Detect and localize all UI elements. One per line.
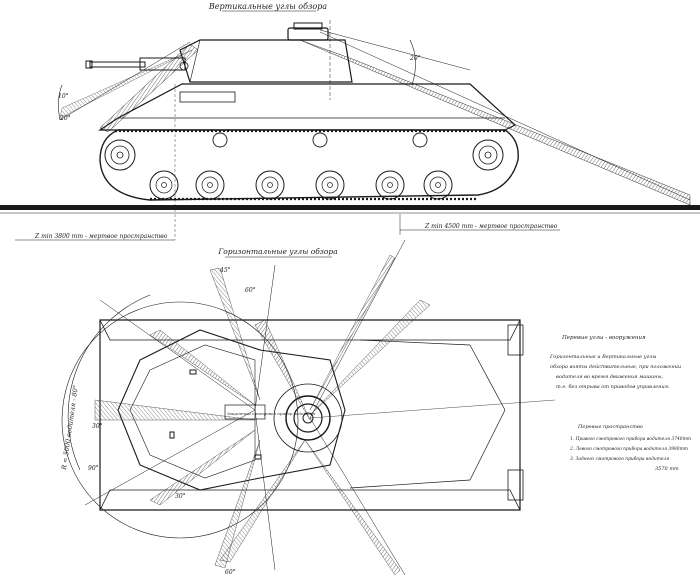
overall-length-label: 3570 mm bbox=[655, 466, 679, 472]
angle-label-plan-top-b: 60° bbox=[245, 287, 256, 294]
notes-list-1: 1. Правого смотрового прибора водителя 3… bbox=[570, 437, 691, 442]
notes-block: Перевые углы - вооружения Горизонтальные… bbox=[549, 335, 691, 472]
radius-label: R = 5000 водителя - 80° bbox=[60, 385, 80, 472]
side-view-title: Вертикальные углы обзора bbox=[208, 2, 327, 11]
angle-label-plan-left-a: 30° bbox=[92, 423, 103, 430]
notes-list-3: 3. Заднего смотрового прибора водителя bbox=[570, 457, 669, 462]
side-dimensions bbox=[15, 214, 560, 241]
angle-label-side-right: 20° bbox=[409, 55, 421, 62]
notes-heading: Перевые углы - вооружения bbox=[561, 335, 646, 341]
tank-plan-view bbox=[61, 239, 556, 576]
ground-line bbox=[0, 205, 700, 210]
notes-line-3: водителя во время движения машины, bbox=[556, 374, 664, 380]
notes-list-heading: Перевые пространство bbox=[577, 424, 643, 430]
notes-line-1: Горизонтальные и Вертикальные углы bbox=[549, 354, 656, 360]
angle-label-plan-bottom-a: 30° bbox=[175, 493, 186, 500]
angle-label-plan-left-b: 90° bbox=[88, 465, 99, 472]
dead-zone-left-label: Z min 3800 mm - мертвое пространство bbox=[34, 233, 168, 240]
vertical-view-cones bbox=[58, 29, 691, 206]
angle-label-side-low: 20° bbox=[59, 115, 71, 122]
angle-label-side-left: 10° bbox=[58, 93, 69, 100]
notes-list-2: 2. Левого смотрового прибора водителя 39… bbox=[569, 447, 688, 452]
road-wheels bbox=[149, 170, 453, 200]
notes-line-2: обзора взяты действительные, при положен… bbox=[550, 363, 681, 370]
dead-zone-right-label: Z min 4500 mm - мертвое пространство bbox=[424, 223, 558, 230]
angle-label-plan-top-a: 45° bbox=[219, 267, 231, 274]
driver-device-label: Защитный смотровой прибор водителя bbox=[227, 411, 315, 416]
tank-side-view bbox=[85, 20, 519, 240]
notes-line-4: т.е. без отрыва от приводов управления. bbox=[556, 383, 670, 390]
plan-view-title: Горизонтальные углы обзора bbox=[217, 247, 337, 256]
angle-label-plan-bottom-b: 60° bbox=[225, 569, 236, 576]
